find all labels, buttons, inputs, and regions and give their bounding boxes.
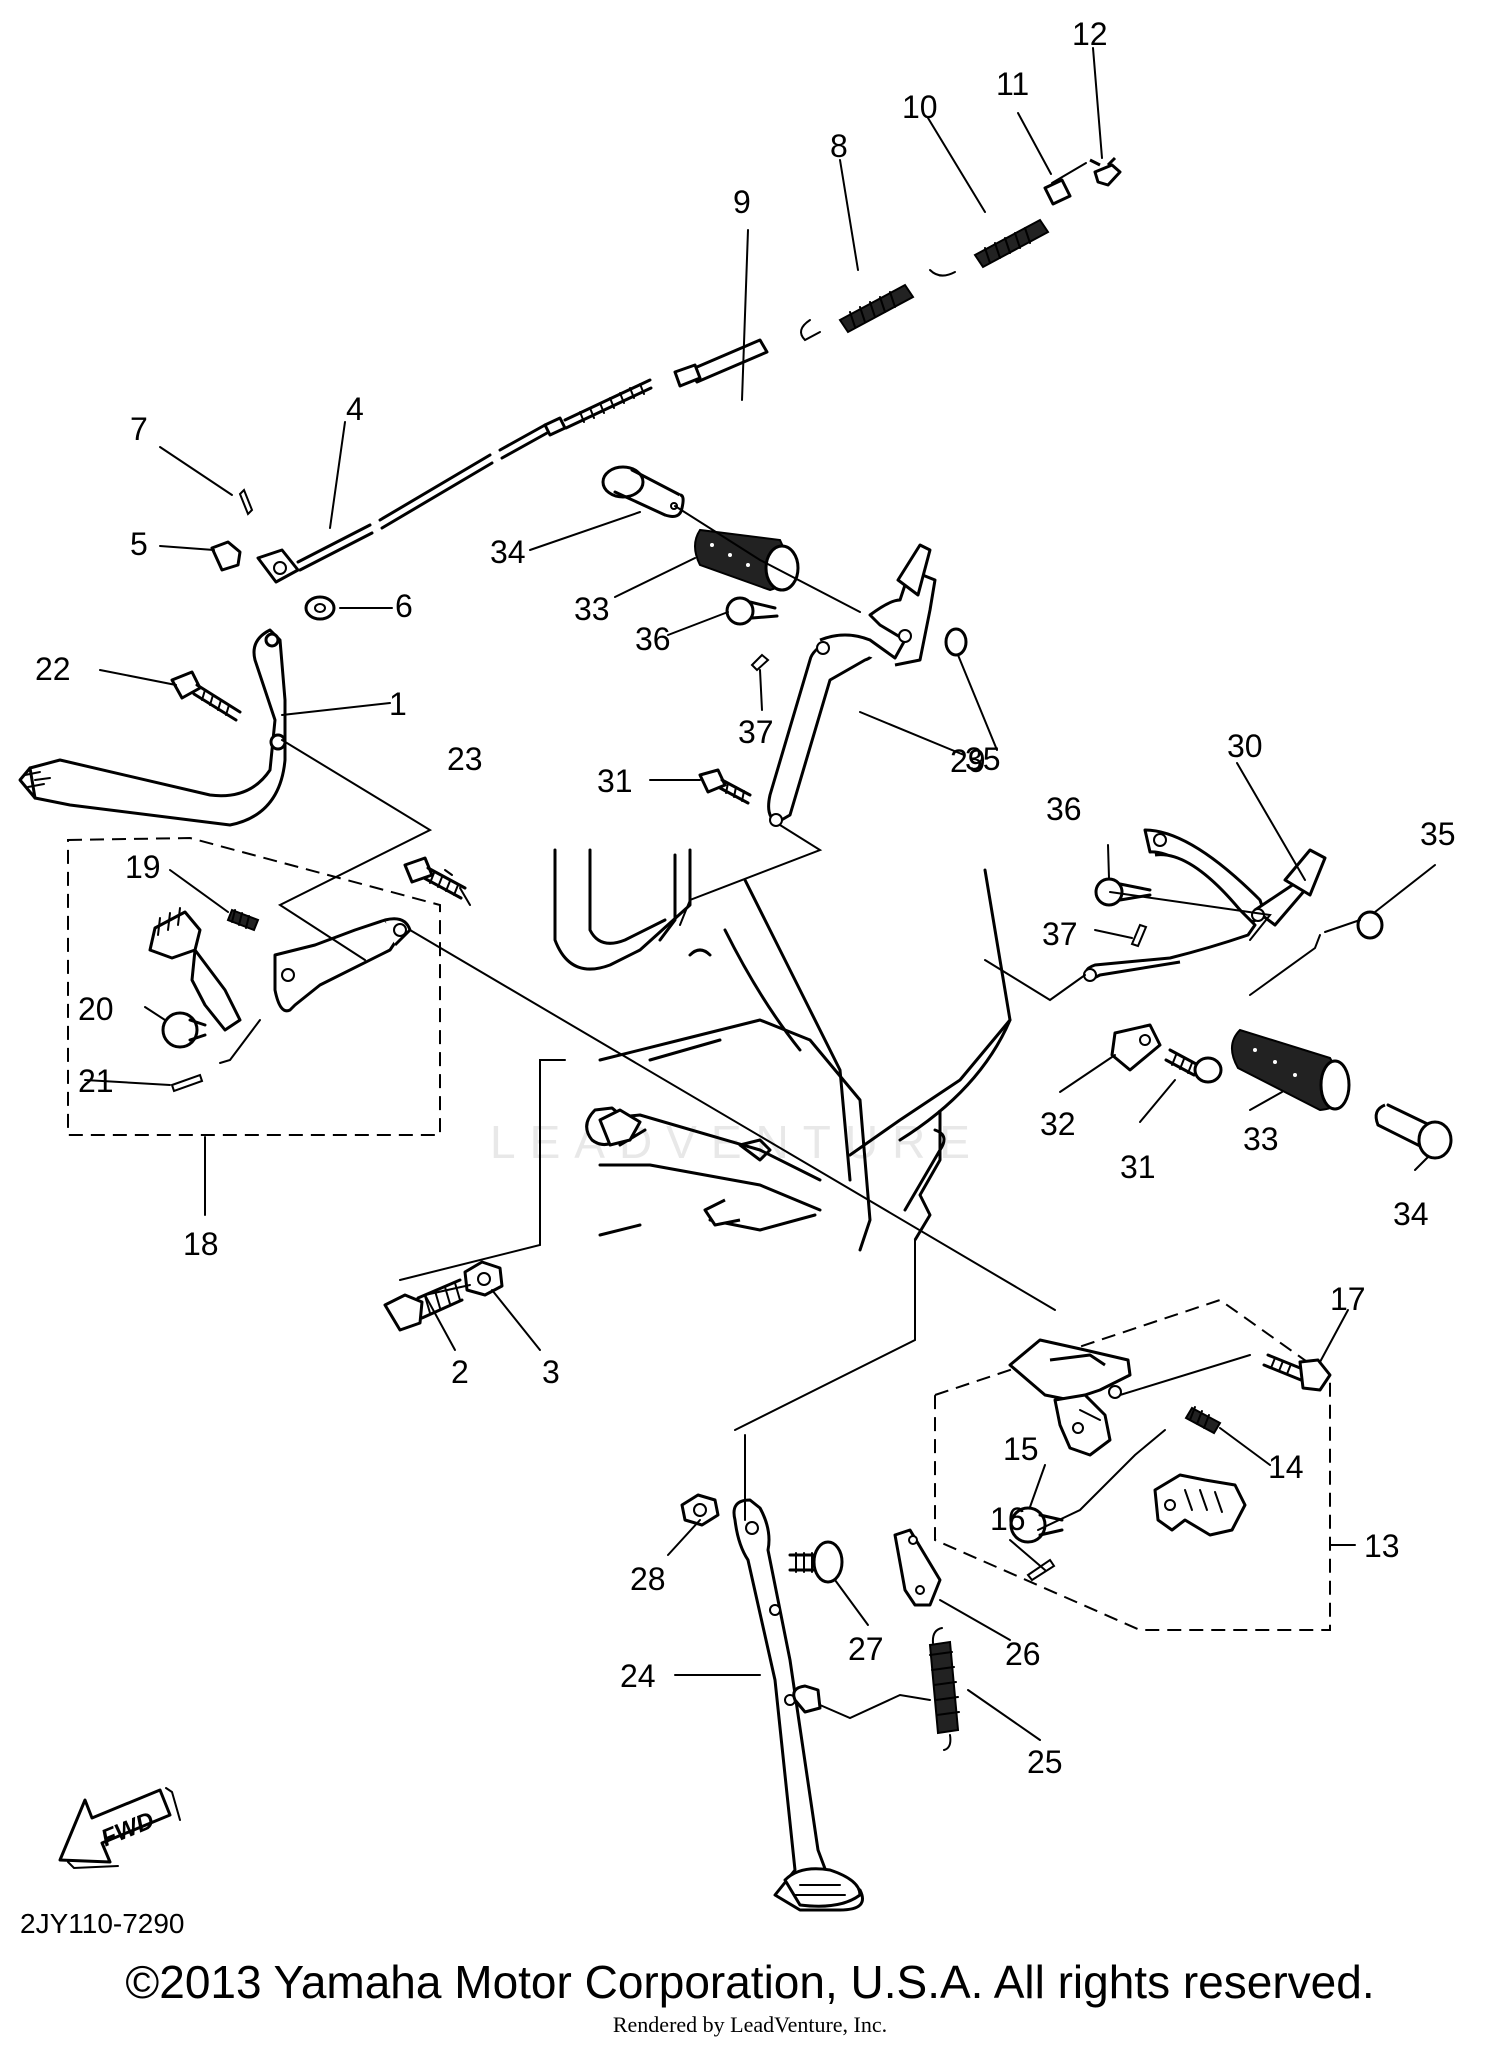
pin-20 — [161, 1011, 207, 1049]
callout-19: 19 — [125, 849, 161, 885]
bolt-2 — [383, 1278, 464, 1332]
callout-35-right: 35 — [1420, 816, 1456, 852]
bolt-17 — [1262, 1353, 1332, 1392]
footrest-assembly-13 — [934, 1298, 1331, 1631]
cotter-pin-7 — [238, 488, 254, 516]
frame — [553, 848, 1012, 1252]
callout-18: 18 — [183, 1226, 219, 1262]
callout-2: 2 — [451, 1354, 469, 1390]
pin-36-right — [1094, 877, 1152, 907]
callout-25: 25 — [1027, 1744, 1063, 1780]
callout-17: 17 — [1330, 1281, 1366, 1317]
callout-11: 11 — [996, 66, 1029, 102]
callout-34-right: 34 — [1393, 1196, 1429, 1232]
footrest-bracket-30 — [1083, 828, 1327, 982]
footrest-rubber-33-left — [694, 528, 800, 592]
copyright-notice: ©2013 Yamaha Motor Corporation, U.S.A. A… — [125, 1956, 1375, 2008]
washer-6 — [304, 595, 336, 621]
nut-28 — [680, 1493, 720, 1527]
bracket-32 — [1110, 1023, 1162, 1072]
callout-7: 7 — [130, 411, 148, 447]
callout-27: 27 — [848, 1631, 884, 1667]
pin-15 — [1009, 1506, 1064, 1544]
cotter-16 — [1026, 1558, 1056, 1582]
cotter-21 — [170, 1073, 204, 1093]
callout-35-left: 35 — [965, 741, 1001, 777]
callout-labels: 1 2 3 4 5 6 7 8 9 10 11 12 13 14 15 16 1… — [35, 16, 1456, 1780]
callout-33-left: 33 — [574, 591, 610, 627]
bolt-31-left — [698, 768, 752, 805]
callout-12: 12 — [1072, 16, 1108, 52]
callout-15: 15 — [1003, 1431, 1039, 1467]
callout-31-left: 31 — [597, 763, 633, 799]
callout-37-left: 37 — [738, 714, 774, 750]
callout-29: 29 — [950, 743, 986, 779]
callout-22: 22 — [35, 651, 71, 687]
callout-10: 10 — [902, 89, 938, 125]
spring-25 — [928, 1627, 960, 1751]
callout-9: 9 — [733, 184, 751, 220]
leader-lines — [84, 47, 1436, 1741]
footrest-bracket-29 — [767, 543, 937, 827]
callout-13: 13 — [1364, 1528, 1400, 1564]
nut-3 — [463, 1260, 504, 1297]
pivot-shaft — [409, 929, 1056, 1311]
callout-6: 6 — [395, 588, 413, 624]
stand-spring-hook — [792, 1684, 822, 1714]
callout-33-right: 33 — [1243, 1121, 1279, 1157]
footrest-assembly-18 — [67, 836, 441, 1136]
callout-23: 23 — [447, 741, 483, 777]
bolt-22 — [170, 670, 242, 722]
pin-34-left — [601, 465, 685, 518]
callout-16: 16 — [990, 1501, 1026, 1537]
callout-37-right: 37 — [1042, 916, 1078, 952]
callout-26: 26 — [1005, 1636, 1041, 1672]
bolt-23 — [403, 856, 467, 900]
callout-14: 14 — [1268, 1449, 1304, 1485]
callout-21: 21 — [78, 1063, 114, 1099]
callout-34-left: 34 — [490, 534, 526, 570]
plate-26 — [893, 1528, 942, 1607]
spring-19 — [226, 908, 260, 932]
callout-30: 30 — [1227, 728, 1263, 764]
callout-5: 5 — [130, 526, 148, 562]
fwd-arrow: FWD — [58, 1787, 181, 1870]
bolt-27 — [788, 1540, 844, 1584]
cotter-37-left — [750, 653, 770, 672]
washer-35-left — [944, 627, 968, 657]
callout-36-right: 36 — [1046, 791, 1082, 827]
callout-20: 20 — [78, 991, 114, 1027]
callout-1: 1 — [389, 686, 407, 722]
callout-36-left: 36 — [635, 621, 671, 657]
pin-36-left — [725, 596, 779, 626]
callout-28: 28 — [630, 1561, 666, 1597]
spring-14 — [1184, 1406, 1222, 1435]
callout-8: 8 — [830, 128, 848, 164]
callout-4: 4 — [346, 391, 364, 427]
rendered-by-credit: Rendered by LeadVenture, Inc. — [612, 2012, 888, 2037]
callout-31-right: 31 — [1120, 1149, 1156, 1185]
diagram-code: 2JY110-7290 — [20, 1908, 185, 1939]
sidestand — [732, 1498, 864, 1912]
connection-lines — [219, 505, 1361, 1720]
callout-24: 24 — [620, 1658, 656, 1694]
cotter-37-right — [1130, 923, 1148, 948]
pin-34-right — [1374, 1103, 1453, 1160]
brake-pedal — [18, 628, 287, 827]
brake-rod — [256, 156, 1122, 584]
footrest-rubber-33-right — [1231, 1028, 1351, 1112]
washer-35-right — [1356, 910, 1384, 940]
callout-32: 32 — [1040, 1106, 1076, 1142]
callout-3: 3 — [542, 1354, 560, 1390]
bolt-31-right — [1164, 1048, 1223, 1084]
clevis-pin-5 — [210, 540, 242, 572]
